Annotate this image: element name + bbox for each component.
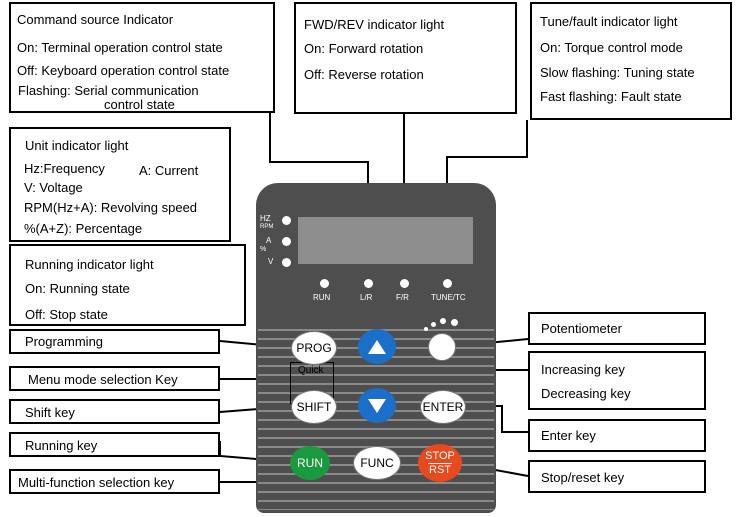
run-button[interactable]: RUN	[290, 446, 330, 480]
up-arrow-icon	[368, 339, 386, 354]
prog-button[interactable]: PROG	[291, 331, 337, 365]
stop-divider	[428, 462, 452, 464]
fwd-rev-title: FWD/REV indicator light	[304, 17, 445, 32]
unit-label-a: A	[266, 236, 272, 245]
tune-fault-line1: On: Torque control mode	[540, 40, 683, 55]
unit-label-pct: %	[260, 246, 267, 253]
pot-dot-2	[431, 322, 436, 327]
pot-dot-1	[424, 327, 428, 331]
led-v	[282, 258, 291, 267]
callout-command-source: Command source Indicator On: Terminal op…	[9, 2, 275, 113]
multi-function-label: Multi-function selection key	[18, 475, 175, 490]
unit-line3: RPM(Hz+A): Revolving speed	[24, 200, 198, 215]
stop-label: STOP	[425, 449, 455, 462]
pot-dot-3	[440, 318, 446, 324]
command-source-title: Command source Indicator	[17, 12, 174, 27]
fwd-rev-line2: Off: Reverse rotation	[304, 67, 424, 82]
shift-label: Shift key	[25, 405, 75, 420]
indicator-label-fr: F/R	[396, 293, 409, 302]
led-lr	[364, 279, 373, 288]
shift-button[interactable]: SHIFT	[291, 390, 337, 424]
callout-programming: Programming	[9, 329, 220, 354]
callout-running-indicator: Running indicator light On: Running stat…	[9, 244, 246, 326]
unit-line4: %(A+Z): Percentage	[24, 221, 143, 236]
callout-multi-function: Multi-function selection key	[9, 469, 220, 494]
pot-dot-4	[451, 319, 458, 326]
callout-unit-indicator: Unit indicator light Hz:Frequency A: Cur…	[9, 127, 231, 242]
led-fr	[400, 279, 409, 288]
tune-fault-line3: Fast flashing: Fault state	[540, 89, 682, 104]
unit-label-hz: HZ	[260, 214, 271, 223]
running-indicator-line1: On: Running state	[25, 281, 130, 296]
callout-shift: Shift key	[9, 399, 220, 424]
tune-fault-title: Tune/fault indicator light	[540, 14, 678, 29]
unit-line1a: Hz:Frequency	[24, 161, 105, 176]
callout-tune-fault: Tune/fault indicator light On: Torque co…	[530, 2, 732, 120]
down-arrow-icon	[368, 398, 386, 413]
running-indicator-title: Running indicator light	[25, 257, 154, 272]
func-button[interactable]: FUNC	[353, 446, 401, 480]
potentiometer-knob[interactable]	[428, 333, 456, 361]
running-indicator-line2: Off: Stop state	[25, 307, 108, 322]
callout-enter: Enter key	[528, 419, 706, 452]
unit-line1b: A: Current	[139, 163, 199, 178]
down-button[interactable]	[358, 388, 396, 423]
unit-title: Unit indicator light	[25, 138, 129, 153]
callout-running-key: Running key	[9, 432, 220, 457]
callout-stop-reset: Stop/reset key	[528, 460, 706, 493]
stop-reset-button[interactable]: STOP RST	[418, 444, 462, 482]
programming-label: Programming	[25, 334, 104, 349]
command-source-line2: Off: Keyboard operation control state	[17, 63, 230, 78]
command-source-line4: control state	[104, 97, 175, 112]
running-key-label: Running key	[25, 438, 98, 453]
potentiometer-label: Potentiometer	[541, 321, 622, 336]
led-run	[320, 279, 329, 288]
menu-mode-label: Menu mode selection Key	[28, 372, 178, 387]
callout-potentiometer: Potentiometer	[528, 312, 706, 345]
indicator-label-tune: TUNE/TC	[431, 293, 466, 302]
callout-menu-mode: Menu mode selection Key	[9, 366, 220, 391]
unit-label-v: V	[268, 257, 274, 266]
led-a	[282, 237, 291, 246]
stop-reset-label: Stop/reset key	[541, 470, 625, 485]
fwd-rev-line1: On: Forward rotation	[304, 41, 424, 56]
enter-button[interactable]: ENTER	[420, 390, 466, 424]
increasing-label: Increasing key	[541, 362, 625, 377]
decreasing-label: Decreasing key	[541, 386, 631, 401]
enter-label: Enter key	[541, 428, 596, 443]
quick-label: Quick	[298, 365, 324, 376]
indicator-label-lr: L/R	[360, 293, 373, 302]
indicator-label-run: RUN	[313, 293, 331, 302]
callout-fwd-rev: FWD/REV indicator light On: Forward rota…	[294, 2, 517, 114]
led-tune	[443, 279, 452, 288]
tune-fault-line2: Slow flashing: Tuning state	[540, 65, 695, 80]
led-hz	[282, 216, 291, 225]
rst-label: RST	[429, 463, 451, 476]
lcd-display	[298, 217, 473, 264]
unit-line2: V: Voltage	[24, 180, 83, 195]
command-source-line1: On: Terminal operation control state	[17, 40, 223, 55]
command-source-line3: Flashing: Serial communication	[18, 83, 199, 98]
callout-increasing-decreasing: Increasing key Decreasing key	[528, 351, 706, 410]
up-button[interactable]	[358, 329, 396, 364]
unit-label-rpm: RPM	[260, 224, 274, 230]
